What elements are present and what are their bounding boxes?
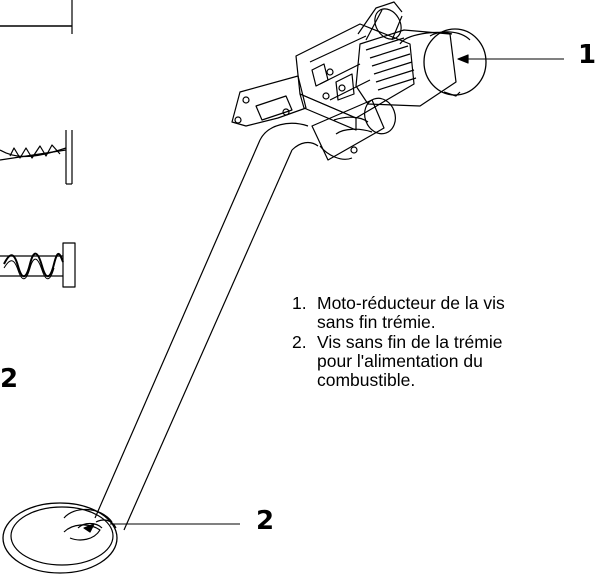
- legend-line: sans fin trémie.: [317, 312, 436, 332]
- legend: 1. Moto-réducteur de la vis sans fin tré…: [288, 294, 600, 391]
- drive-coupling: [311, 97, 396, 161]
- legend-text: Moto-réducteur de la vis sans fin trémie…: [317, 294, 505, 332]
- mounting-bracket: [231, 75, 307, 127]
- callout-label-1: 1: [578, 40, 597, 70]
- left-partial-view: [0, 0, 76, 288]
- inlet-cup: [2, 502, 240, 574]
- legend-text: Vis sans fin de la trémie pour l'aliment…: [317, 333, 502, 390]
- legend-item: 2. Vis sans fin de la trémie pour l'alim…: [288, 333, 600, 390]
- legend-line: pour l'alimentation du: [317, 351, 483, 371]
- legend-line: Moto-réducteur de la vis: [317, 293, 505, 313]
- callout-label-side-2: 2: [0, 364, 19, 394]
- callout-label-2: 2: [256, 506, 275, 536]
- electric-motor: [355, 28, 564, 107]
- legend-line: Vis sans fin de la trémie: [317, 332, 503, 352]
- gearbox: [295, 1, 415, 131]
- legend-number: 1.: [292, 293, 307, 313]
- legend-item: 1. Moto-réducteur de la vis sans fin tré…: [288, 294, 600, 332]
- legend-line: combustible.: [317, 370, 416, 390]
- auger-tube: [94, 122, 319, 531]
- legend-number: 2.: [292, 332, 307, 352]
